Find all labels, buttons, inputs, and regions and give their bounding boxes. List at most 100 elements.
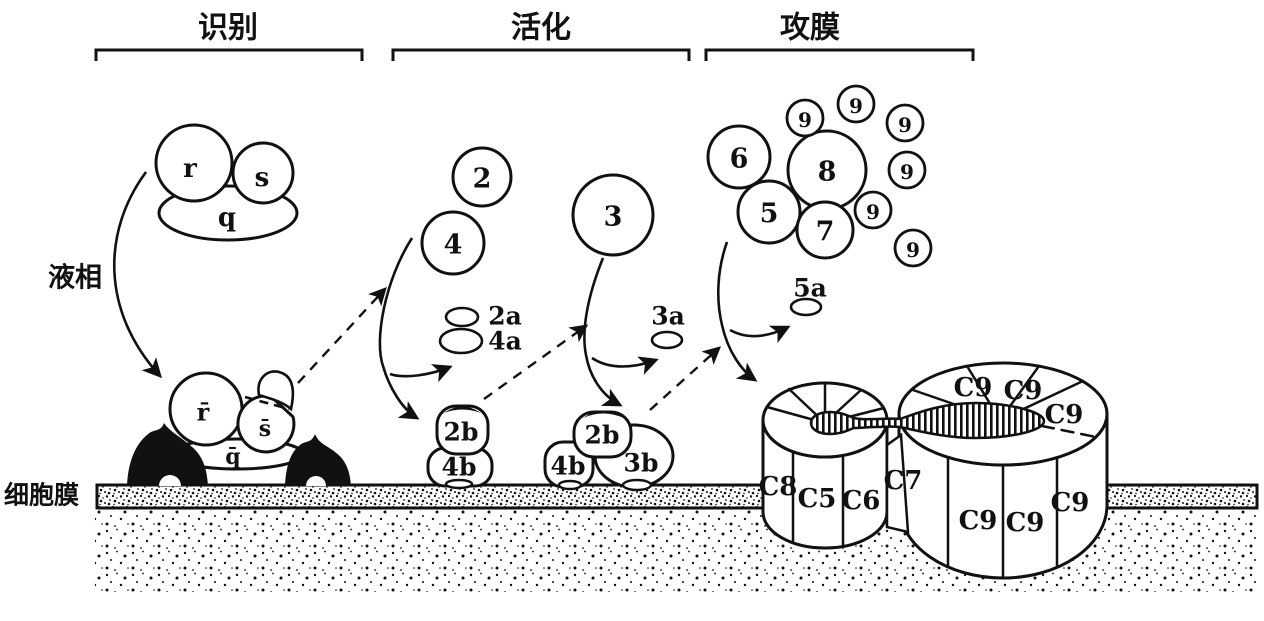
c4b2-anchor [557,479,583,491]
mac-c5-label: C5 [798,484,837,514]
c5-label: 5 [760,199,779,230]
mac-c9-top-label: C9 [954,373,993,403]
c2b-shading [444,406,481,413]
c1r-activated-label: r̄ [197,398,210,427]
activation-header: 活化 [511,11,571,46]
c4-circle [420,210,486,276]
c1q-label: q [218,203,236,233]
arrow-c1-binding [113,171,162,379]
c8-label: 8 [818,157,837,188]
fluid-phase-label: 液相 [48,263,102,294]
c9-label: 9 [798,108,812,132]
arrow-c4c2-to-membrane [378,237,420,420]
cell-membrane-label: 细胞膜 [4,481,79,510]
activation-components: 2 4 3 [420,146,655,276]
fragments-2a-4a: 2a 4a [438,302,522,356]
mac-c6-label: C6 [842,486,881,516]
fragment-2a-label: 2a [488,302,522,331]
c2b-blob [435,404,490,456]
c3b-anchor [621,478,653,492]
dashed-arrow-c1-to-c4 [297,287,387,384]
c6-circle [706,124,772,190]
c4b2-label: 4b [551,452,586,481]
arrow-release-2a4a [389,364,453,383]
c1s-activated [236,394,296,454]
c4b-anchor [444,478,474,490]
mac-c9-front-label: C9 [1051,488,1090,518]
fluid-c1-complex: r s q [154,123,299,242]
c9-label: 9 [900,160,914,184]
antibody-left [127,423,208,486]
dashed-arrow-to-c3 [483,324,589,400]
c9-label: 9 [849,94,863,118]
c1s-subunit [231,141,295,205]
fragment-3a-ellipse [650,330,684,350]
arrow-c5b9-to-membrane [716,241,758,382]
c7-segment-panel [885,432,910,534]
c3-label: 3 [604,202,623,233]
mac-c7-label: C7 [884,466,923,496]
c1s-open-lid [257,370,295,412]
mac-labels: C8 C5 C6 C7 C9 C9 C9 C9 C9 C9 [759,373,1090,538]
arrow-c3-to-membrane [583,257,623,407]
fragment-2a-ellipse [444,306,480,328]
c2b2-shading [583,410,624,418]
c9-label: 9 [866,200,880,224]
mac-c8-label: C8 [759,472,798,502]
membrane-attack-header: 攻膜 [780,11,840,46]
c9-circle [853,190,893,230]
c2-label: 2 [473,164,492,195]
antibody-right-notch [306,476,326,486]
fragment-5a: 5a [789,274,827,317]
c1r-subunit [154,123,234,203]
mac-c9-top-label: C9 [1045,400,1084,430]
c2-circle [451,146,513,208]
fragment-4a-ellipse [438,327,484,355]
c5-circle [736,179,802,245]
c9-ring-dashed-segment [1040,424,1098,439]
c6-label: 6 [730,144,749,175]
c1s-label: s [255,163,270,193]
c2b2-label: 2b [585,421,620,450]
c2b-label: 2b [444,418,479,447]
c3b-label: 3b [624,449,659,478]
dashed-arrow-to-c5 [649,346,722,411]
c7-circle [795,200,855,260]
membrane-attack-bracket [704,48,975,61]
fragment-4a-label: 4a [488,327,522,356]
membrane-c1-complex: r̄ s̄ q̄ [127,370,351,486]
c9-circle [836,84,876,124]
c7-label: 7 [816,217,835,248]
antibody-right [285,434,351,486]
mac-c9-front-label: C9 [959,506,998,536]
c9-circle [887,150,927,190]
fragment-3a: 3a [650,302,685,350]
recognition-bracket [94,48,364,61]
c1q-activated-label: q̄ [225,444,240,470]
c3-convertase-complex: 2b 4b [426,404,494,490]
recognition-header: 识别 [198,11,258,46]
c1s-activated-label: s̄ [259,416,271,442]
section-headers: 识别 活化 攻膜 [94,11,975,61]
arrow-release-3a [591,356,659,375]
c9-label: 9 [906,238,920,262]
fragment-5a-ellipse [789,297,823,317]
c4b-label: 4b [442,453,477,482]
arrow-release-5a [729,325,791,344]
mac-complex: C8 C5 C6 C7 C9 C9 C9 C9 C9 C9 [759,361,1109,580]
c4-label: 4 [444,230,463,261]
mac-c9-front-label: C9 [1006,508,1045,538]
fragment-3a-label: 3a [651,302,685,331]
c9-circle [893,228,933,268]
mac-c9-top-label: C9 [1004,376,1043,406]
c9-circle [885,103,925,143]
attack-components: 6 8 5 7 9 9 9 9 9 9 [706,84,933,268]
antibody-left-notch [159,475,181,486]
c9-circle [785,98,825,138]
c5-convertase-complex: 2b 4b 3b [543,410,675,492]
c9-label: 9 [898,113,912,137]
activation-bracket [391,48,691,61]
fragment-5a-label: 5a [793,274,827,303]
